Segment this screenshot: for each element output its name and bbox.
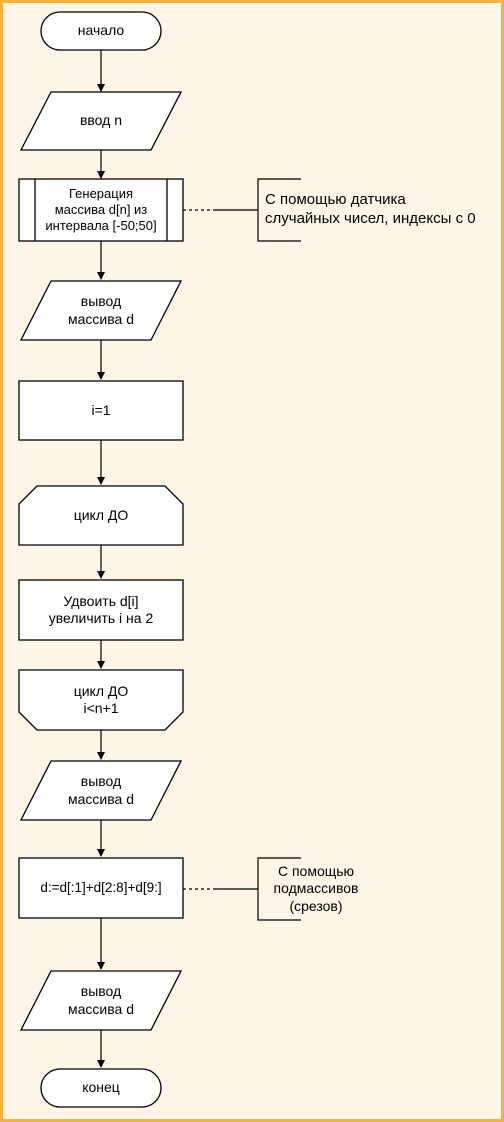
slices-label: d:=d[:1]+d[2:8]+d[9:] [40,879,162,895]
loop-end-label: цикл ДО i<n+1 [73,682,129,717]
slices-box [18,857,184,919]
output3-label: вывод массива d [68,983,134,1017]
end-terminator [40,1068,162,1108]
output1-label: вывод массива d [68,293,134,327]
end-label: конец [82,1079,120,1096]
annotation-bracket-generator [257,178,301,242]
loop-end-shape [18,669,184,731]
output1-parallelogram [19,280,183,341]
generator-annotation: С помощью датчика случайных чисел, индек… [265,191,476,227]
generate-process-box [18,178,184,242]
output2-label: вывод массива d [68,773,134,807]
loop-body-box [18,579,184,641]
start-label: начало [77,22,125,39]
start-terminator [40,11,162,51]
slices-annotation: С помощью подмассивов (срезов) [273,862,359,914]
generate-label: Генерация массива d[n] из интервала [-50… [45,185,157,234]
flowchart-diagram [18,11,301,1108]
annotation-bracket-slices [257,857,301,921]
input-n-label: ввод n [79,112,123,129]
output2-parallelogram [19,760,183,821]
init-i-box [18,380,184,441]
loop-begin-label: цикл ДО [73,506,129,523]
init-i-label: i=1 [91,401,111,418]
loop-body-label: Удвоить d[i] увеличить i на 2 [48,592,154,627]
loop-begin-shape [18,485,184,546]
input-n-parallelogram [19,91,183,151]
output3-parallelogram [19,970,183,1031]
